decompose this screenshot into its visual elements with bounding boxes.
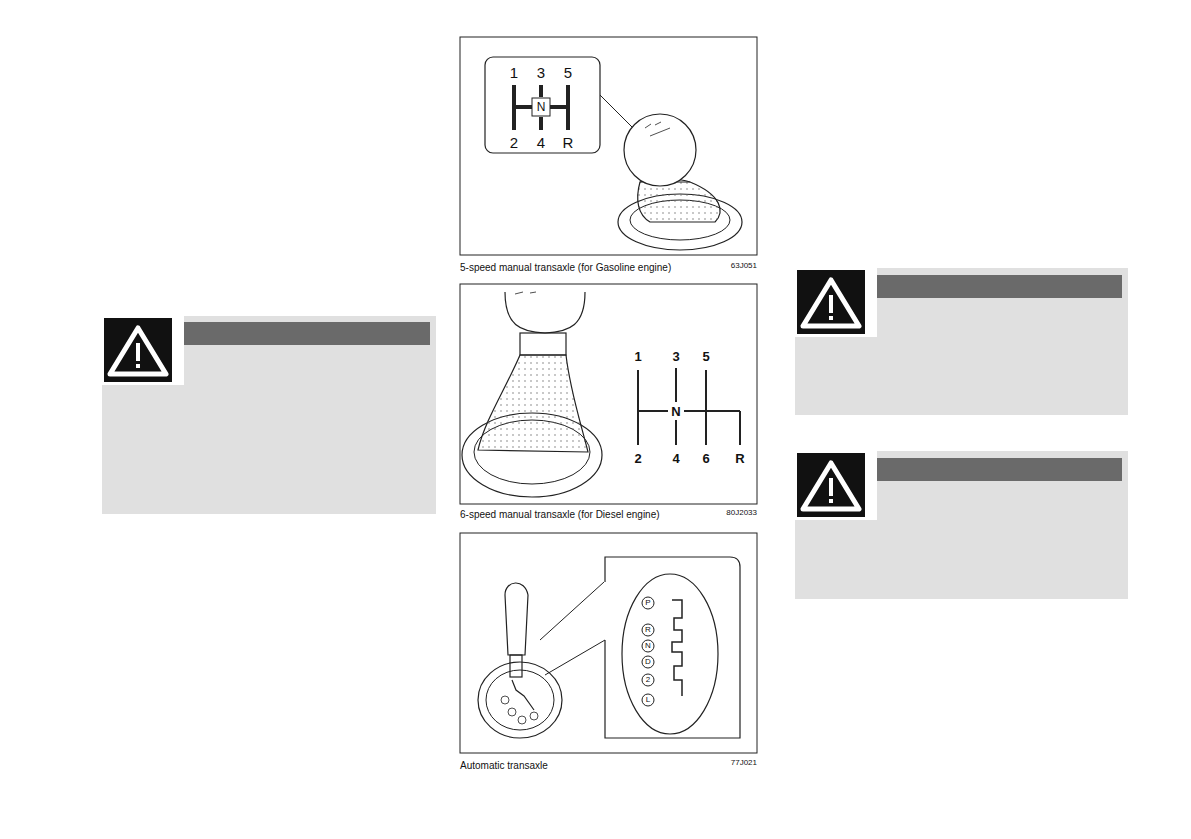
gear-number: 4 <box>537 135 545 150</box>
reverse-mark: R <box>563 135 574 150</box>
figure-code: 63J051 <box>731 262 757 270</box>
figure-caption: 5-speed manual transaxle (for Gasoline e… <box>460 263 671 273</box>
shift-position: R <box>645 626 651 634</box>
figure-caption: 6-speed manual transaxle (for Diesel eng… <box>460 510 660 520</box>
gear-number: 3 <box>537 65 545 80</box>
figure-code: 77J021 <box>731 759 757 767</box>
gear-number: 5 <box>564 65 572 80</box>
shift-position: P <box>645 599 650 607</box>
reverse-mark: R <box>735 452 744 465</box>
gear-number: 6 <box>702 452 709 465</box>
gear-number: 2 <box>634 452 641 465</box>
shift-position: L <box>646 696 650 704</box>
warning-box <box>795 451 1128 599</box>
figure-caption: Automatic transaxle <box>460 761 548 771</box>
gear-number: 1 <box>634 350 641 363</box>
automatic-figure <box>460 533 757 753</box>
warning-box <box>102 316 436 514</box>
figure-code: 80J2033 <box>726 509 757 517</box>
shift-position: 2 <box>646 676 650 684</box>
gear-number: 5 <box>702 350 709 363</box>
gear-number: 2 <box>510 135 518 150</box>
five-speed-figure <box>460 37 757 255</box>
gear-number: 1 <box>510 65 518 80</box>
shift-position: D <box>645 658 651 666</box>
warning-box <box>795 268 1128 415</box>
gear-number: 3 <box>672 350 679 363</box>
gear-number: 4 <box>672 452 679 465</box>
shift-position: N <box>645 642 651 650</box>
neutral-mark: N <box>671 405 680 418</box>
six-speed-figure <box>460 284 757 504</box>
neutral-mark: N <box>537 101 546 113</box>
